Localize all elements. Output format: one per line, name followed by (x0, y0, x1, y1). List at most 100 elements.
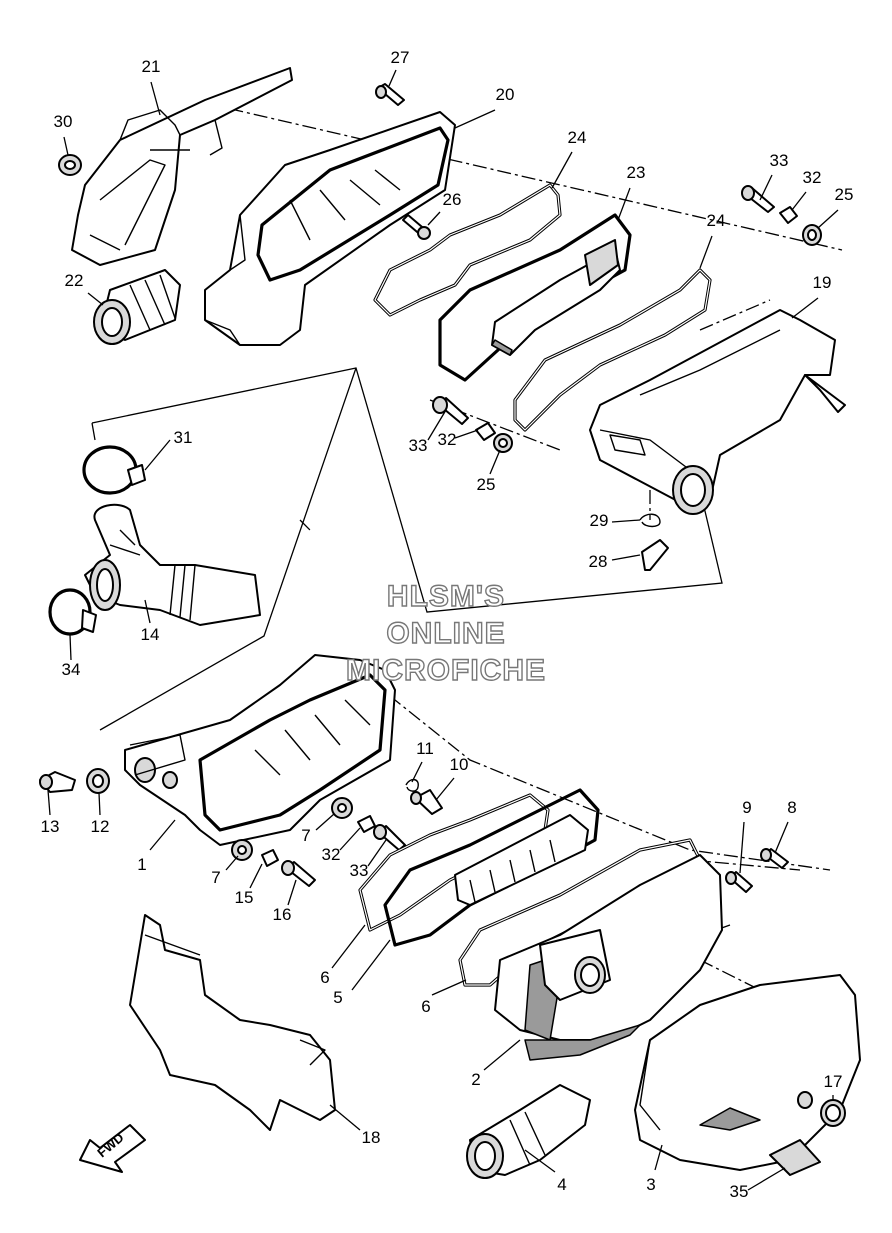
callout-c9: 9 (742, 798, 751, 817)
part-30-grommet (58, 154, 82, 176)
watermark-line-2: ONLINE (386, 617, 505, 650)
leader-line-c13 (47, 789, 51, 816)
part-28-29-drain (639, 513, 669, 571)
fasteners-lower (231, 797, 789, 893)
callout-c1: 1 (137, 855, 146, 874)
callout-c26: 26 (443, 190, 462, 209)
leader-line-c24a (551, 151, 573, 189)
part-21-top-cover (71, 67, 293, 266)
intake-group-outline (91, 367, 723, 731)
callout-c30: 30 (54, 112, 73, 131)
callout-c6a: 6 (320, 968, 329, 987)
callout-c10: 10 (450, 755, 469, 774)
callout-c21: 21 (142, 57, 161, 76)
part-2-cover-shell (494, 854, 723, 1061)
fwd-direction-arrow: FWD (79, 1124, 146, 1173)
leader-line-c10 (435, 777, 455, 801)
callout-c13: 13 (41, 817, 60, 836)
part-4-joint (466, 1084, 591, 1179)
part-34-clamp (48, 588, 97, 636)
callout-c3: 3 (646, 1175, 655, 1194)
callout-c29: 29 (590, 511, 609, 530)
watermark: HLSM'S ONLINE MICROFICHE (345, 579, 546, 687)
leader-line-c29 (611, 519, 641, 523)
part-23-air-element (438, 213, 632, 382)
leader-line-c28 (611, 554, 641, 561)
callout-c5: 5 (333, 988, 342, 1007)
leader-line-c20 (454, 109, 496, 129)
leader-line-c7a (225, 855, 239, 871)
leader-line-c26 (427, 211, 441, 226)
leader-line-c3 (654, 1144, 663, 1171)
callout-numbers: 1234566778910111213141516171819202122232… (41, 48, 854, 1201)
callout-c6b: 6 (421, 997, 430, 1016)
callout-c24b: 24 (707, 211, 726, 230)
leader-line-c32c (339, 827, 361, 851)
callout-c32a: 32 (803, 168, 822, 187)
part-24-seal-lower (513, 268, 712, 432)
callout-c7a: 7 (211, 868, 220, 887)
part-17-plug (820, 1099, 846, 1127)
callout-c4: 4 (557, 1175, 566, 1194)
callout-c22: 22 (65, 271, 84, 290)
leader-line-c9 (739, 821, 745, 874)
part-5-air-filter (383, 788, 600, 947)
callout-c33c: 33 (350, 861, 369, 880)
leader-line-c2 (483, 1039, 521, 1071)
leader-line-c34 (69, 634, 72, 661)
leader-line-c24b (699, 235, 713, 269)
part-14-intake-duct (84, 503, 261, 626)
leader-line-c25a (817, 209, 839, 229)
callout-c18: 18 (362, 1128, 381, 1147)
leader-line-c18 (329, 1104, 361, 1131)
callout-c23: 23 (627, 163, 646, 182)
fasteners-middle (432, 396, 513, 453)
callout-c31: 31 (174, 428, 193, 447)
part-1-case-body (124, 654, 396, 846)
leader-line-c33b (427, 409, 447, 441)
leader-line-c22 (87, 292, 104, 306)
callout-c34: 34 (62, 660, 81, 679)
callout-c25b: 25 (477, 475, 496, 494)
callout-c8: 8 (787, 798, 796, 817)
callout-c32c: 32 (322, 845, 341, 864)
callout-c16: 16 (273, 905, 292, 924)
part-22-funnel-joint (93, 269, 181, 345)
callout-c14: 14 (141, 625, 160, 644)
leader-line-c11 (411, 761, 423, 783)
leader-line-c21 (150, 81, 161, 116)
leader-line-c30 (63, 136, 69, 156)
callout-leader-lines (47, 69, 839, 1191)
leader-line-c14 (144, 599, 151, 624)
callout-c17: 17 (824, 1072, 843, 1091)
leader-line-c19 (791, 297, 819, 319)
leader-line-c33a (759, 174, 773, 201)
leader-line-c23 (617, 187, 631, 221)
callout-c35: 35 (730, 1182, 749, 1201)
parts-10-11-plug (405, 778, 443, 815)
callout-c7b: 7 (301, 826, 310, 845)
callout-c27: 27 (391, 48, 410, 67)
leader-line-c15 (249, 863, 263, 889)
leader-line-c35 (747, 1167, 786, 1191)
part-18-shield-plate (129, 914, 336, 1131)
leader-line-c5 (351, 939, 391, 991)
callout-c2: 2 (471, 1070, 480, 1089)
callout-c24a: 24 (568, 128, 587, 147)
leader-line-c32a (791, 191, 807, 211)
leader-line-c8 (774, 821, 789, 854)
callout-c19: 19 (813, 273, 832, 292)
leader-line-c7b (315, 813, 335, 831)
watermark-line-3: MICROFICHE (346, 654, 546, 687)
leader-line-c31 (144, 439, 171, 471)
fasteners-top (375, 83, 822, 246)
leader-line-c6a (331, 924, 366, 969)
parts-12-13-side (39, 768, 110, 794)
leader-line-c4 (524, 1149, 556, 1173)
leader-line-c33c (367, 839, 387, 867)
leader-line-c16 (287, 879, 297, 906)
leader-line-c32b (454, 429, 479, 439)
part-6-seal-a (358, 793, 550, 932)
part-24-seal-upper (373, 183, 562, 317)
